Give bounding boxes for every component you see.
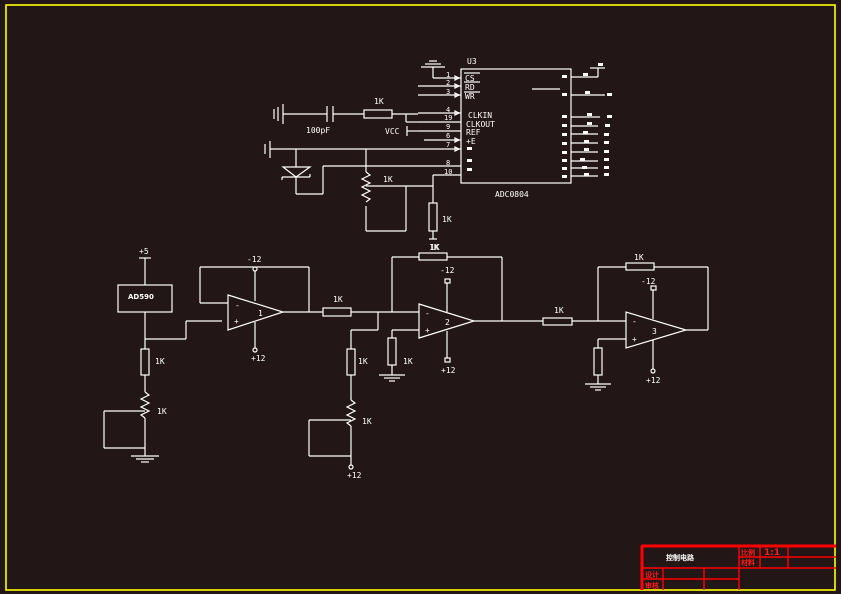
ad590-potentiometer xyxy=(139,391,151,419)
adc-part-name: ADC0804 xyxy=(495,190,529,199)
opamp-1[interactable]: - + 1 -12 +12 xyxy=(199,255,323,363)
zener-diode-icon xyxy=(281,149,418,195)
clock-network: 100pF 1K VCC xyxy=(273,97,418,136)
design-label: 设计 xyxy=(645,570,659,579)
opamp-2-feedback-resistor-value: 1K xyxy=(430,243,440,252)
pin-num-8: 8 xyxy=(446,159,450,167)
opamp-2-output-resistor-value: 1K xyxy=(554,306,564,315)
clock-resistor-value: 1K xyxy=(374,97,384,106)
pin-num-1: 1 xyxy=(446,71,450,79)
opamp-1-number: 1 xyxy=(258,309,263,318)
opamp-3-feedback-resistor xyxy=(625,262,655,271)
opamp-3-neg-supply: -12 xyxy=(641,277,656,286)
opamp-3-plus-resistor xyxy=(593,347,603,376)
opamp-2-feedback-resistor xyxy=(418,252,448,261)
pin-name-ref: REF xyxy=(466,128,481,137)
scale-label: 比例 xyxy=(741,548,755,557)
clock-resistor xyxy=(363,109,393,119)
ad590-resistor-value: 1K xyxy=(155,357,165,366)
pin-num-10: 10 xyxy=(444,168,452,176)
opamp-3-minus: - xyxy=(632,317,637,326)
opamp-2-plus-resistor xyxy=(387,337,397,366)
capacitor-icon xyxy=(326,106,334,122)
opamp-2-pos-supply: +12 xyxy=(441,366,456,375)
opamp-1-output-resistor-value: 1K xyxy=(333,295,343,304)
opamp-2-triangle xyxy=(418,303,477,339)
ad590-label: AD590 xyxy=(128,293,154,301)
opamp-3-number: 3 xyxy=(652,327,657,336)
opamp-1-plus: + xyxy=(234,317,239,326)
pin-num-3: 3 xyxy=(446,88,450,96)
pin-num-9: 9 xyxy=(446,123,450,131)
opamp-1-minus: - xyxy=(235,301,240,310)
ad590-resistor xyxy=(140,348,150,376)
opamp-3[interactable]: 1K 1K - + 3 -12 +12 xyxy=(542,253,709,391)
pin-name-cs: CS xyxy=(465,74,475,83)
pin-num-7: 7 xyxy=(446,141,450,149)
scale-value: 1:1 xyxy=(764,548,780,558)
opamp-2-output-resistor xyxy=(542,317,573,326)
opamp-2-pot-supply: +12 xyxy=(347,471,362,480)
opamp-3-feedback-resistor-value: 1K xyxy=(634,253,644,262)
ad590-sensor[interactable]: +5 AD590 1K 1K xyxy=(103,247,222,463)
pin-num-6: 6 xyxy=(446,132,450,140)
pin-name-e: +E xyxy=(466,137,476,146)
opamp-3-triangle xyxy=(625,311,689,349)
review-label: 审核 xyxy=(645,581,659,590)
opamp-1-triangle xyxy=(227,294,285,331)
opamp-2-neg-supply: -12 xyxy=(440,266,455,275)
pin-num-19: 19 xyxy=(444,114,452,122)
ground-icon xyxy=(131,448,159,463)
pin-name-wr: WR xyxy=(465,92,475,101)
adc-ref: U3 xyxy=(467,57,477,66)
pin-name-clkout: CLKOUT xyxy=(466,120,495,129)
opamp-1-pos-supply: +12 xyxy=(251,354,266,363)
title-block-title: 控制电路 xyxy=(666,553,695,562)
opamp-2-plus-resistor-value: 1K xyxy=(403,357,413,366)
capacitor-value: 100pF xyxy=(306,126,330,135)
opamp-2-minus: - xyxy=(425,309,430,318)
opamp-2-potentiometer xyxy=(345,399,357,427)
ground-icon xyxy=(379,365,405,382)
opamp-2-number: 2 xyxy=(445,318,450,327)
adc-input-network: 1K 1K 1K xyxy=(264,141,452,252)
pin-name-clkin: CLKIN xyxy=(468,111,492,120)
material-label: 材料 xyxy=(740,558,755,567)
adc0804-chip[interactable]: U3 ADC0804 CS RD WR CLKIN CLKOUT REF +E … xyxy=(418,57,612,199)
pin-num-4: 4 xyxy=(446,106,450,114)
adc-output-resistor-value: 1K xyxy=(442,215,452,224)
ground-icon xyxy=(585,375,611,391)
opamp-3-pos-supply: +12 xyxy=(646,376,661,385)
opamp-2[interactable]: 1K 1K - + 2 -12 +12 1K 1K +12 xyxy=(308,243,543,480)
opamp-2-bias-resistor xyxy=(346,348,356,376)
pin-name-rd: RD xyxy=(465,83,475,92)
adc-output-resistor xyxy=(428,202,438,232)
adc-pot-value: 1K xyxy=(383,175,393,184)
drawing-border xyxy=(5,4,836,591)
supply-plus5: +5 xyxy=(139,247,149,256)
opamp-1-neg-supply: -12 xyxy=(247,255,262,264)
adc-output-resistor2-value: 1K xyxy=(429,243,439,252)
adc-potentiometer xyxy=(360,171,372,203)
opamp-2-pot-value: 1K xyxy=(362,417,372,426)
opamp-1-output-resistor xyxy=(322,307,352,317)
opamp-2-plus: + xyxy=(425,326,430,335)
ground-icon xyxy=(421,60,445,78)
pin-num-2: 2 xyxy=(446,79,450,87)
title-block: 控制电路 比例 1:1 材料 设计 审核 xyxy=(640,544,836,590)
opamp-3-plus: + xyxy=(632,335,637,344)
ad590-pot-value: 1K xyxy=(157,407,167,416)
vcc-label: VCC xyxy=(385,127,400,136)
opamp-2-bias-resistor-value: 1K xyxy=(358,357,368,366)
